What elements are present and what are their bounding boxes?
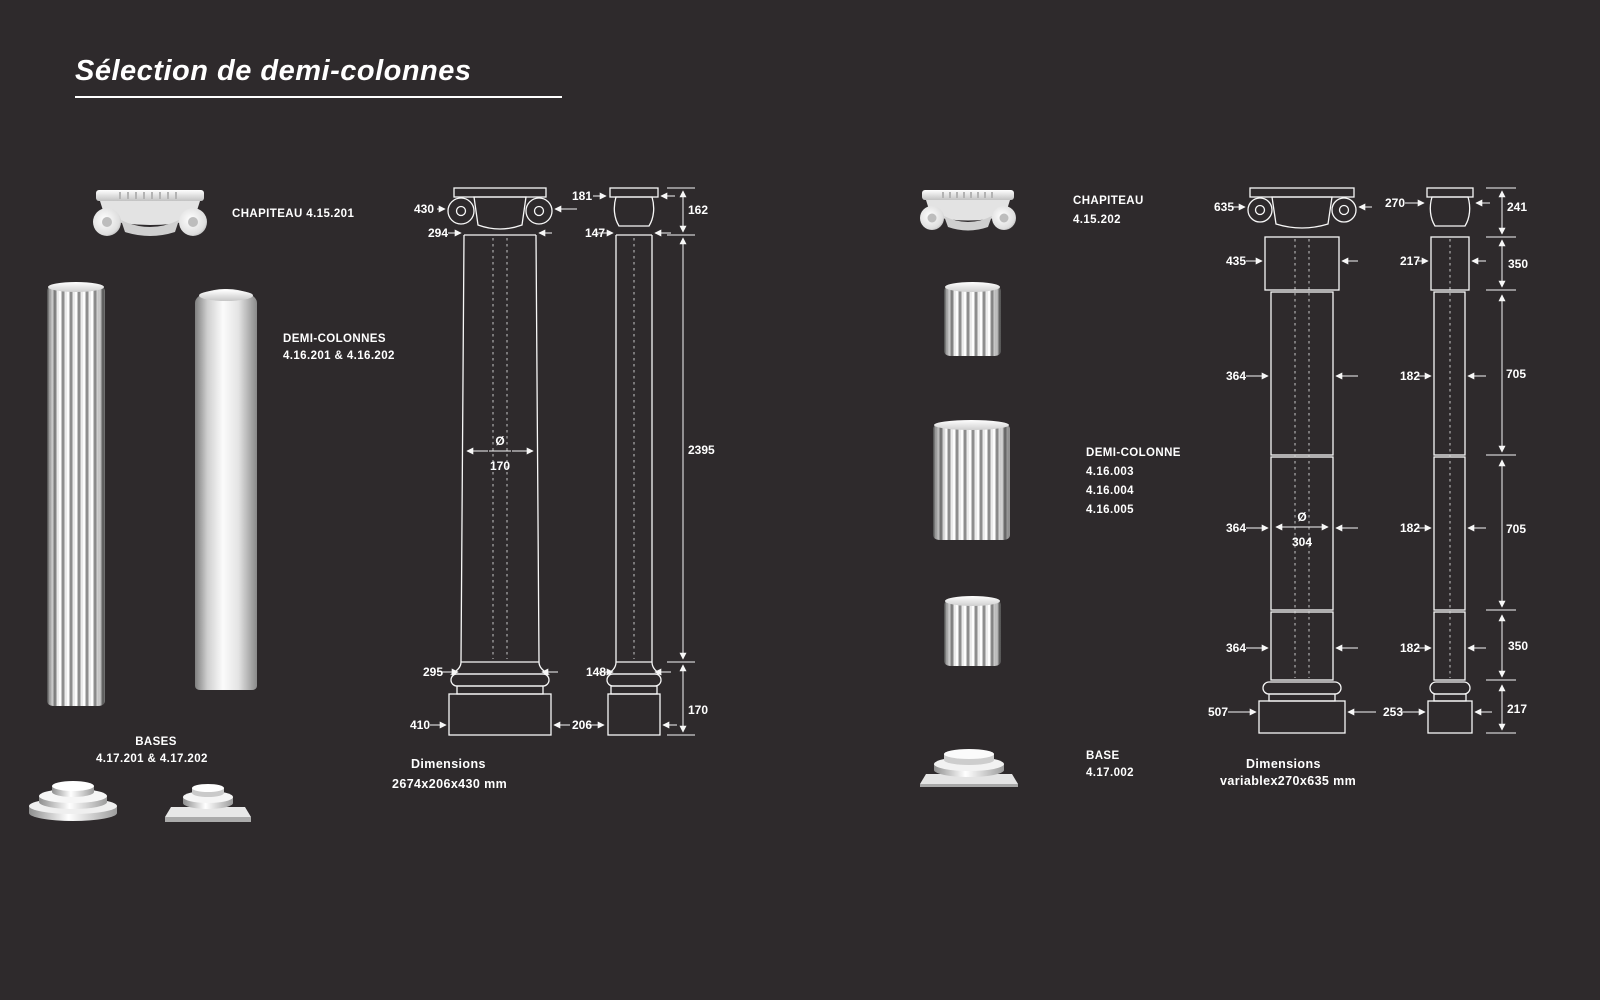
right-chapiteau-title: CHAPITEAU xyxy=(1073,195,1144,207)
right-base-photo xyxy=(920,749,1018,787)
dim-right-side-seg3-width: 182 xyxy=(1400,641,1420,655)
dim-right-side-neck-width: 217 xyxy=(1400,254,1420,268)
dim-right-side-base-width: 253 xyxy=(1383,705,1403,719)
dim-right-side-cap-width: 270 xyxy=(1385,196,1405,210)
right-front-view-outline xyxy=(1247,187,1357,734)
right-chapiteau-ref: 4.15.202 xyxy=(1073,214,1121,226)
left-demi-colonnes-refs: 4.16.201 & 4.16.202 xyxy=(283,350,395,362)
right-base-label: BASE 4.17.002 xyxy=(1086,750,1134,780)
page-title: Sélection de demi-colonnes xyxy=(75,55,472,87)
right-technical-drawing: 635 435 364 364 Ø 304 364 507 xyxy=(1208,187,1528,734)
left-front-dimensions: 430 294 Ø 170 295 410 xyxy=(410,202,577,732)
right-dimensions-value: variablex270x635 mm xyxy=(1220,774,1357,788)
dim-right-front-base-width: 507 xyxy=(1208,705,1228,719)
right-demi-colonne-label: DEMI-COLONNE 4.16.003 4.16.004 4.16.005 xyxy=(1086,447,1181,517)
left-technical-drawing: 430 294 Ø 170 295 410 xyxy=(410,187,715,736)
right-drum-top-photo xyxy=(944,282,1001,356)
right-base-ref: 4.17.002 xyxy=(1086,767,1134,779)
left-bases-title: BASES xyxy=(135,736,177,748)
dim-left-side-shaft-top: 147 xyxy=(585,226,605,240)
dim-left-base-height: 170 xyxy=(688,703,708,717)
dim-right-base-height: 217 xyxy=(1507,702,1527,716)
left-square-base-photo xyxy=(165,784,251,822)
right-demi-colonne-ref-3: 4.16.005 xyxy=(1086,504,1134,516)
left-height-dimensions: 162 2395 170 xyxy=(667,187,715,736)
right-dimensions-title: Dimensions xyxy=(1246,757,1321,771)
dim-right-front-diameter-value: 304 xyxy=(1292,535,1312,549)
dim-left-cap-height: 162 xyxy=(688,203,708,217)
left-dimensions-title: Dimensions xyxy=(411,757,486,771)
left-bases-label: BASES 4.17.201 & 4.17.202 xyxy=(96,736,216,766)
dim-left-front-cap-width: 430 xyxy=(414,202,434,216)
right-demi-colonne-ref-1: 4.16.003 xyxy=(1086,466,1134,478)
left-demi-colonnes-label: DEMI-COLONNES 4.16.201 & 4.16.202 xyxy=(283,333,395,363)
dim-right-side-seg1-width: 182 xyxy=(1400,369,1420,383)
dim-right-front-seg1-width: 364 xyxy=(1226,369,1246,383)
left-demi-colonnes-title: DEMI-COLONNES xyxy=(283,333,386,345)
dim-left-side-shaft-bottom: 148 xyxy=(586,665,606,679)
dim-left-front-base-width: 410 xyxy=(410,718,430,732)
dim-right-front-diameter-symbol: Ø xyxy=(1297,510,1306,524)
right-demi-colonne-ref-2: 4.16.004 xyxy=(1086,485,1134,497)
dim-right-seg2-height: 705 xyxy=(1506,522,1526,536)
right-dimensions-block: Dimensions variablex270x635 mm xyxy=(1220,758,1356,788)
right-front-dimensions: 635 435 364 364 Ø 304 364 507 xyxy=(1208,200,1376,719)
dim-right-front-neck-width: 435 xyxy=(1226,254,1246,268)
left-chapiteau-label: CHAPITEAU 4.15.201 xyxy=(232,208,355,220)
dim-left-side-cap-width: 181 xyxy=(572,189,592,203)
right-capital-photo xyxy=(920,190,1016,231)
dim-left-shaft-height: 2395 xyxy=(688,443,715,457)
left-front-view-outline xyxy=(447,187,553,736)
right-base-title: BASE xyxy=(1086,750,1120,762)
left-dimensions-value: 2674x206x430 mm xyxy=(392,777,508,791)
dim-right-side-seg2-width: 182 xyxy=(1400,521,1420,535)
dim-right-seg1-height: 705 xyxy=(1506,367,1526,381)
dim-right-cap-height: 241 xyxy=(1507,200,1527,214)
right-demi-colonne-title: DEMI-COLONNE xyxy=(1086,447,1181,459)
left-fluted-column-photo xyxy=(47,282,105,706)
right-chapiteau-label: CHAPITEAU 4.15.202 xyxy=(1073,195,1144,227)
right-side-dimensions: 270 217 182 182 182 253 xyxy=(1383,196,1492,719)
dim-left-front-shaft-bottom: 295 xyxy=(423,665,443,679)
left-side-dimensions: 181 147 148 206 xyxy=(572,189,677,732)
dim-right-neck-height: 350 xyxy=(1508,257,1528,271)
dim-right-front-seg3-width: 364 xyxy=(1226,641,1246,655)
left-bases-refs: 4.17.201 & 4.17.202 xyxy=(96,753,208,765)
title-underline xyxy=(75,96,562,98)
dim-left-front-shaft-top: 294 xyxy=(428,226,448,240)
dim-left-front-diameter-symbol: Ø xyxy=(495,434,504,448)
left-round-base-photo xyxy=(29,781,117,821)
dim-right-front-cap-width: 635 xyxy=(1214,200,1234,214)
right-drum-bottom-photo xyxy=(944,596,1001,666)
dim-right-front-seg2-width: 364 xyxy=(1226,521,1246,535)
right-side-view-outline xyxy=(1426,187,1474,734)
dim-left-side-base-width: 206 xyxy=(572,718,592,732)
dim-right-seg3-height: 350 xyxy=(1508,639,1528,653)
left-side-view-outline xyxy=(606,187,662,736)
right-drum-middle-photo xyxy=(933,420,1010,540)
dim-left-front-diameter-value: 170 xyxy=(490,459,510,473)
right-height-dimensions: 241 350 705 705 350 217 xyxy=(1486,187,1528,734)
left-capital-photo xyxy=(93,190,207,236)
left-smooth-column-photo xyxy=(195,289,257,690)
left-dimensions-block: Dimensions 2674x206x430 mm xyxy=(392,758,507,791)
